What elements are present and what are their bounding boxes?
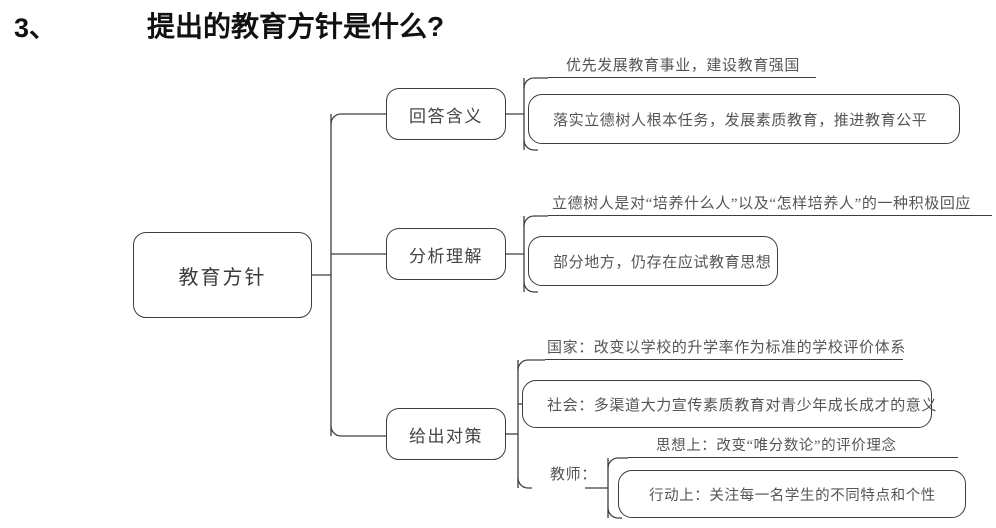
leaf-node-label: 部分地方，仍存在应试教育思想 [553,254,772,271]
leaf-node-label: 落实立德树人根本任务，发展素质教育，推进教育公平 [553,112,928,129]
leaf-node[interactable]: 优先发展教育事业，建设教育强国 [548,52,816,78]
leaf-node[interactable]: 部分地方，仍存在应试教育思想 [528,236,778,286]
leaf-node-label: 教师： [550,466,597,483]
root-node[interactable]: 教育方针 [133,232,312,318]
leaf-node-label: 立德树人是对“培养什么人”以及“怎样培养人”的一种积极回应 [552,196,972,212]
question-number: 3、 [14,13,57,43]
leaf-node-label: 优先发展教育事业，建设教育强国 [566,58,801,74]
branch-node-answer-meaning[interactable]: 回答含义 [386,88,506,140]
leaf-node[interactable]: 社会：多渠道大力宣传素质教育对青少年成长成才的意义 [522,380,936,428]
branch-node-countermeasures[interactable]: 给出对策 [386,408,506,460]
leaf-node-label: 社会：多渠道大力宣传素质教育对青少年成长成才的意义 [547,397,938,414]
leaf-node[interactable]: 落实立德树人根本任务，发展素质教育，推进教育公平 [528,94,960,144]
branch-node-label: 回答含义 [409,106,483,126]
branch-node-label: 给出对策 [409,426,483,446]
leaf-node[interactable]: 思想上：改变“唯分数论”的评价理念 [628,432,958,458]
branch-node-label: 分析理解 [409,246,483,266]
leaf-node-teacher[interactable]: 教师： [550,458,610,488]
branch-node-analysis[interactable]: 分析理解 [386,228,506,280]
leaf-node-label: 国家：改变以学校的升学率作为标准的学校评价体系 [547,340,906,356]
page-title: 提出的教育方针是什么? [147,11,445,42]
leaf-node[interactable]: 国家：改变以学校的升学率作为标准的学校评价体系 [545,334,906,360]
leaf-node[interactable]: 行动上：关注每一名学生的不同特点和个性 [618,470,966,518]
leaf-node[interactable]: 立德树人是对“培养什么人”以及“怎样培养人”的一种积极回应 [548,190,992,216]
root-node-label: 教育方针 [178,266,267,289]
leaf-node-label: 思想上：改变“唯分数论”的评价理念 [656,438,897,454]
leaf-node-label: 行动上：关注每一名学生的不同特点和个性 [649,487,936,504]
page-title-bar: 3、 提出的教育方针是什么? [0,0,996,52]
